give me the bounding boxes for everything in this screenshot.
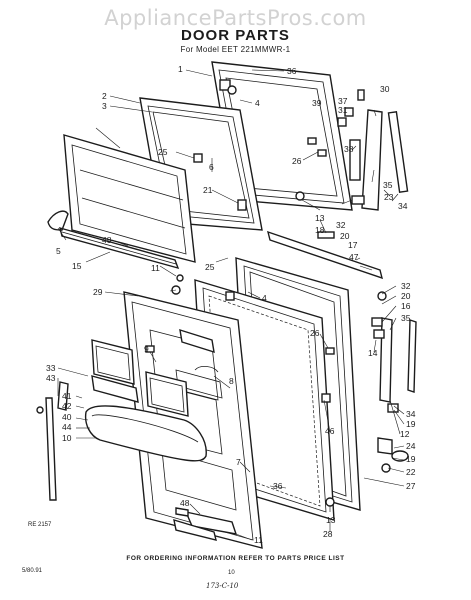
callout-31: 31 [338, 105, 348, 115]
callout-35: 35 [383, 180, 393, 190]
callout-36b: 36 [273, 481, 283, 491]
callout-15: 15 [72, 261, 82, 271]
callout-16: 16 [401, 301, 411, 311]
page-title: DOOR PARTS [181, 27, 290, 44]
callout-23: 23 [384, 192, 394, 202]
freezer-door-liner [63, 134, 196, 263]
callout-44: 44 [62, 422, 72, 432]
callout-30: 30 [380, 84, 390, 94]
door-shelf-bins [57, 339, 207, 462]
callout-7: 7 [236, 457, 241, 467]
callout-28: 28 [323, 529, 333, 539]
callout-33: 33 [46, 363, 56, 373]
callout-20: 20 [340, 231, 350, 241]
callout-26b: 26 [310, 328, 320, 338]
callout-46: 46 [325, 426, 335, 436]
callout-20b: 20 [401, 291, 411, 301]
callout-40: 40 [62, 412, 72, 422]
callout-9: 9 [144, 344, 149, 354]
callout-18: 18 [315, 225, 325, 235]
callout-1: 1 [178, 64, 183, 74]
callout-27: 27 [406, 481, 416, 491]
callout-6: 6 [209, 162, 214, 172]
callout-48b: 48 [180, 498, 190, 508]
right-vertical-rods [371, 291, 417, 473]
handwritten-note: 173-C-10 [206, 582, 239, 590]
callout-14: 14 [368, 348, 378, 358]
upper-hinge-rod [295, 89, 409, 239]
fresh-food-door-liner [123, 291, 263, 549]
callout-39: 39 [312, 98, 322, 108]
page-number: 10 [228, 570, 235, 576]
callout-35b: 35 [401, 313, 411, 323]
callout-37: 37 [338, 96, 348, 106]
callout-36: 36 [287, 66, 297, 76]
ordering-footer: FOR ORDERING INFORMATION REFER TO PARTS … [126, 555, 345, 562]
callout-34: 34 [398, 201, 408, 211]
callout-labels: 1 36 2 3 4 39 37 30 31 25 6 26 38 21 35 … [46, 64, 416, 545]
callout-38: 38 [344, 144, 354, 154]
figure-code: RE 2157 [28, 522, 52, 528]
callout-21: 21 [203, 185, 213, 195]
callout-41: 41 [62, 391, 72, 401]
callout-17: 17 [348, 240, 358, 250]
callout-29: 29 [93, 287, 103, 297]
callout-48: 48 [102, 235, 112, 245]
callout-11: 11 [151, 263, 160, 273]
left-vertical-rod [36, 397, 57, 501]
left-hinge [47, 210, 69, 231]
watermark: AppliancePartsPros.com [104, 6, 367, 30]
callout-25: 25 [158, 147, 168, 157]
callout-3: 3 [102, 101, 107, 111]
center-mullion-bar [267, 230, 383, 280]
callout-4: 4 [255, 98, 260, 108]
callout-24: 24 [406, 441, 416, 451]
callout-26: 26 [292, 156, 302, 166]
callout-32b: 32 [401, 281, 411, 291]
callout-2: 2 [102, 91, 107, 101]
callout-42: 42 [62, 401, 72, 411]
leader-lines [57, 69, 405, 541]
callout-19b: 19 [406, 454, 416, 464]
callout-4b: 4 [262, 293, 267, 303]
callout-11b: 11 [254, 535, 263, 545]
callout-34b: 34 [406, 409, 416, 419]
callout-8: 8 [229, 376, 234, 386]
callout-32: 32 [336, 220, 346, 230]
callout-22: 22 [406, 467, 416, 477]
callout-10: 10 [62, 433, 72, 443]
callout-19: 19 [406, 419, 416, 429]
callout-13: 13 [315, 213, 325, 223]
callout-12: 12 [400, 429, 410, 439]
callout-13b: 13 [326, 515, 336, 525]
corner-code: 5/80.91 [22, 568, 43, 574]
callout-25b: 25 [205, 262, 215, 272]
callout-47: 47 [349, 252, 359, 262]
callout-43: 43 [46, 373, 56, 383]
model-line: For Model EET 221MMWR-1 [180, 45, 291, 54]
callout-5: 5 [56, 246, 61, 256]
